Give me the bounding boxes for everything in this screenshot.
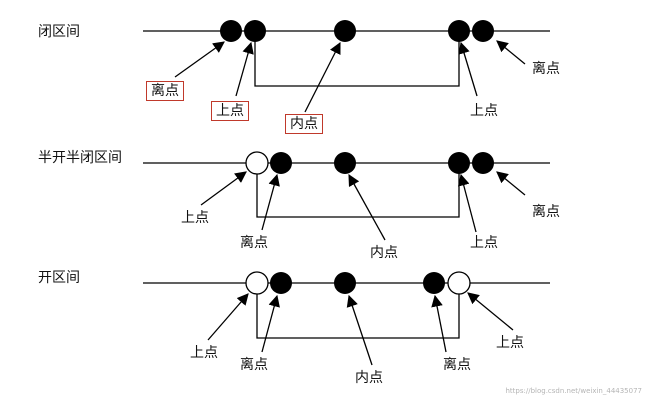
- row-title-open: 开区间: [38, 270, 80, 286]
- label-mid-in: 内点: [355, 370, 383, 386]
- interval-bracket: [256, 283, 460, 339]
- label-mid-in: 内点: [370, 245, 398, 261]
- arrow-right-on: [458, 41, 478, 97]
- row-closed: [143, 20, 550, 113]
- row-open: [143, 271, 550, 366]
- arrow-left-on: [235, 41, 254, 97]
- point-left-out: [270, 272, 292, 294]
- point-mid-in: [334, 20, 356, 42]
- label-right-on: 上点: [470, 235, 498, 251]
- point-left-out: [270, 152, 292, 174]
- point-mid-in: [334, 272, 356, 294]
- label-left-on: 上点: [181, 210, 209, 226]
- label-right-on: 上点: [470, 103, 498, 119]
- label-right-out: 离点: [532, 204, 560, 220]
- arrow-right-out: [431, 294, 447, 353]
- interval-bracket: [256, 163, 460, 218]
- arrow-mid-in: [304, 41, 341, 113]
- label-left-out: 离点: [146, 81, 184, 101]
- point-right-out: [472, 152, 494, 174]
- point-left-out: [220, 20, 242, 42]
- point-mid-in: [334, 152, 356, 174]
- label-right-out: 离点: [532, 61, 560, 77]
- point-left-on: [245, 271, 269, 295]
- arrow-right-on: [458, 173, 477, 233]
- label-left-out: 离点: [240, 357, 268, 373]
- arrow-right-out: [496, 40, 526, 65]
- arrow-right-out: [496, 171, 526, 196]
- point-left-on: [245, 151, 269, 175]
- point-right-out: [472, 20, 494, 42]
- point-right-on: [448, 152, 470, 174]
- arrow-left-out: [261, 173, 280, 231]
- label-left-out: 离点: [240, 235, 268, 251]
- point-left-on: [244, 20, 266, 42]
- arrow-left-on: [200, 171, 247, 206]
- label-left-on: 上点: [211, 101, 249, 121]
- arrow-right-on: [467, 292, 514, 331]
- point-right-on: [448, 20, 470, 42]
- arrow-mid-in: [346, 294, 373, 366]
- label-right-out: 离点: [443, 357, 471, 373]
- label-right-on: 上点: [496, 335, 524, 351]
- row-title-half-open: 半开半闭区间: [38, 150, 122, 166]
- label-left-on: 上点: [190, 345, 218, 361]
- row-title-closed: 闭区间: [38, 24, 80, 40]
- point-right-on: [447, 271, 471, 295]
- interval-bracket: [254, 31, 460, 87]
- point-right-out: [423, 272, 445, 294]
- arrow-left-on: [207, 293, 249, 341]
- watermark: https://blog.csdn.net/weixin_44435077: [505, 387, 642, 395]
- row-half-open: [143, 151, 550, 241]
- arrow-mid-in: [348, 173, 386, 241]
- arrow-left-out: [261, 294, 280, 353]
- label-mid-in: 内点: [285, 114, 323, 134]
- arrow-left-out: [174, 41, 225, 78]
